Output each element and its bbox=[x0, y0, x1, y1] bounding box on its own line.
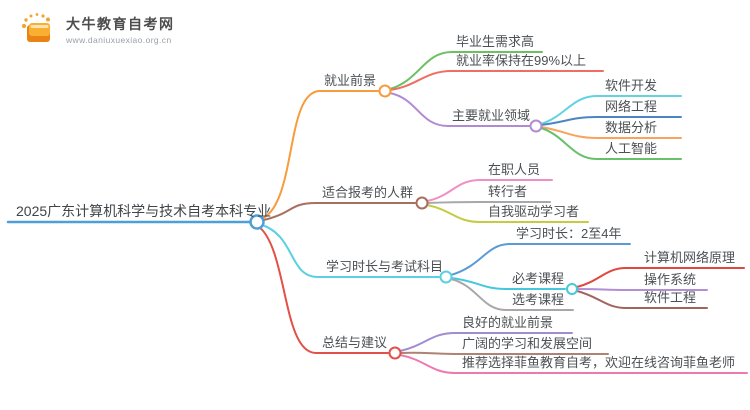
edge-good-prospects bbox=[399, 332, 573, 352]
edge-required bbox=[450, 277, 566, 290]
edge-summary bbox=[257, 225, 389, 354]
node-required[interactable]: 必考课程 bbox=[512, 271, 565, 286]
node-course-network[interactable]: 计算机网络原理 bbox=[644, 250, 736, 265]
node-self-driven[interactable]: 自我驱动学习者 bbox=[488, 204, 580, 219]
node-course-se[interactable]: 软件工程 bbox=[644, 290, 697, 305]
edge-self-driven bbox=[426, 204, 589, 223]
logo-title: 大牛教育自考网 bbox=[66, 16, 175, 33]
junction-summary bbox=[388, 346, 402, 360]
node-suitable[interactable]: 适合报考的人群 bbox=[322, 185, 414, 200]
node-employment[interactable]: 就业前景 bbox=[324, 73, 377, 88]
node-duration[interactable]: 学习时长：2至4年 bbox=[516, 226, 622, 241]
junction-required bbox=[566, 283, 578, 295]
node-course-os[interactable]: 操作系统 bbox=[644, 272, 697, 287]
node-recommend[interactable]: 推荐选择菲鱼教育自考，欢迎在线咨询菲鱼老师 bbox=[462, 355, 736, 370]
edge-broad-space bbox=[399, 351, 609, 355]
node-elective[interactable]: 选考课程 bbox=[512, 292, 565, 307]
edge-main-fields bbox=[389, 92, 530, 127]
edge-employment-rate bbox=[389, 70, 604, 91]
edge-network-eng bbox=[540, 116, 682, 126]
node-working[interactable]: 在职人员 bbox=[488, 162, 541, 177]
node-good-prospects[interactable]: 良好的就业前景 bbox=[462, 315, 554, 330]
junction-duration-exams bbox=[439, 270, 453, 284]
junction-main-fields bbox=[529, 119, 543, 133]
edge-working bbox=[426, 179, 553, 202]
node-root[interactable]: 2025广东计算机科学与技术自考本科专业 bbox=[16, 203, 272, 219]
edge-course-network bbox=[576, 267, 745, 288]
edge-software-dev bbox=[540, 95, 682, 125]
edge-course-se bbox=[576, 290, 708, 309]
site-logo[interactable]: 大牛教育自考网 www.daniuxuexiao.org.cn bbox=[18, 10, 175, 52]
node-broad-space[interactable]: 广阔的学习和发展空间 bbox=[462, 336, 593, 351]
edge-duration-exams bbox=[258, 223, 440, 278]
node-ai[interactable]: 人工智能 bbox=[605, 141, 658, 156]
edge-career-changer bbox=[426, 201, 551, 204]
edge-duration bbox=[450, 243, 631, 276]
node-duration-exams[interactable]: 学习时长与考试科目 bbox=[326, 259, 444, 274]
junction-employment bbox=[378, 84, 392, 98]
node-network-eng[interactable]: 网络工程 bbox=[605, 99, 658, 114]
edge-suitable bbox=[258, 202, 416, 222]
logo-url: www.daniuxuexiao.org.cn bbox=[66, 34, 172, 45]
junction-suitable bbox=[415, 196, 429, 210]
edge-course-os bbox=[576, 288, 708, 291]
edge-ai bbox=[540, 127, 682, 160]
edge-employment bbox=[258, 90, 379, 221]
node-software-dev[interactable]: 软件开发 bbox=[605, 78, 658, 93]
node-summary[interactable]: 总结与建议 bbox=[322, 335, 388, 350]
junction-root bbox=[249, 214, 265, 230]
edge-elective bbox=[450, 278, 574, 311]
edge-grad-demand bbox=[389, 51, 543, 90]
node-data-analysis[interactable]: 数据分析 bbox=[605, 120, 658, 135]
node-employment-rate[interactable]: 就业率保持在99%以上 bbox=[456, 53, 587, 68]
node-career-changer[interactable]: 转行者 bbox=[488, 184, 528, 199]
node-main-fields[interactable]: 主要就业领域 bbox=[452, 108, 531, 123]
node-grad-demand[interactable]: 毕业生需求高 bbox=[456, 34, 535, 49]
edge-recommend bbox=[399, 354, 748, 374]
book-icon bbox=[21, 13, 50, 42]
edge-data-analysis bbox=[540, 126, 682, 139]
